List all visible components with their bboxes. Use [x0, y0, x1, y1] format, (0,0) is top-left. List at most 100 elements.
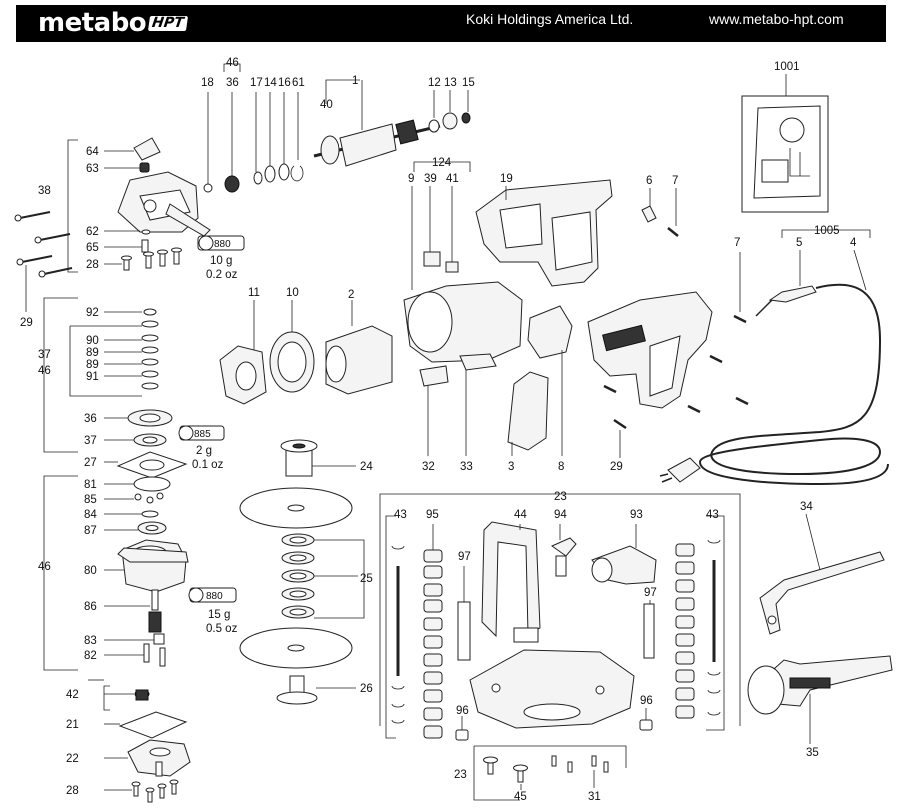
label-37b: 37 — [84, 435, 97, 447]
part-1-armature — [313, 79, 441, 167]
label-96a: 96 — [456, 705, 469, 717]
label-19: 19 — [500, 173, 513, 185]
bracket-42 — [88, 679, 110, 711]
part-number-labels: 1 2 3 4 5 6 7 7 8 9 10 11 12 13 15 14 16… — [20, 57, 857, 803]
label-10: 10 — [286, 287, 299, 299]
label-8: 8 — [558, 461, 564, 473]
label-3: 3 — [508, 461, 514, 473]
part-65-pin — [104, 239, 149, 253]
label-17: 17 — [250, 77, 263, 89]
part-ring-stack — [69, 308, 159, 397]
label-26: 26 — [360, 683, 373, 695]
part-base-plate — [469, 649, 635, 729]
bracket-46-lower — [43, 475, 78, 671]
label-85: 85 — [84, 494, 97, 506]
website-link[interactable]: www.metabo-hpt.com — [709, 11, 844, 27]
bracket-38 — [67, 139, 78, 273]
label-37a: 37 — [38, 349, 51, 361]
label-2: 2 — [348, 289, 354, 301]
label-90: 90 — [86, 335, 99, 347]
label-11: 11 — [248, 287, 260, 299]
label-9: 9 — [408, 173, 414, 185]
part-39-switch-part — [423, 186, 441, 267]
label-1005: 1005 — [814, 225, 840, 237]
grease-885-code: 885 — [194, 429, 211, 440]
grease-880-mid-code: 880 — [206, 591, 223, 602]
bracket-124 — [413, 161, 471, 172]
label-16: 16 — [278, 77, 291, 89]
bracket-23-top — [379, 493, 741, 726]
part-6-clip — [641, 188, 657, 223]
part-42-pinion — [104, 689, 150, 701]
grease-885-oz: 0.1 oz — [192, 459, 224, 471]
label-41: 41 — [446, 173, 459, 185]
label-29b: 29 — [610, 461, 623, 473]
part-64-spindle-lock-button — [104, 137, 161, 161]
label-38: 38 — [38, 185, 51, 197]
part-93-dust-port — [591, 524, 657, 585]
bracket-46-mid — [43, 297, 78, 453]
company-name: Koki Holdings America Ltd. — [466, 11, 634, 27]
brand-logo: metabo HPT — [38, 10, 188, 36]
label-95: 95 — [426, 509, 439, 521]
grease-tube-885 — [178, 425, 225, 441]
label-12: 12 — [428, 77, 441, 89]
part-94-knob — [550, 524, 577, 577]
part-18-nut — [203, 92, 213, 193]
part-96-bushing-left — [455, 716, 469, 741]
part-95-bearings-right — [675, 543, 695, 719]
label-94: 94 — [554, 509, 567, 521]
label-14: 14 — [264, 77, 277, 89]
part-25-spacers — [281, 533, 365, 619]
label-63: 63 — [86, 163, 99, 175]
label-65: 65 — [86, 242, 99, 254]
part-97-pin-left — [457, 566, 471, 661]
part-19-motor-housing — [475, 179, 613, 287]
grease-880-top-amount: 10 g — [210, 255, 232, 267]
label-40: 40 — [320, 99, 333, 111]
label-32: 32 — [422, 461, 435, 473]
bracket-43-right — [706, 515, 725, 731]
bracket-43-left — [385, 515, 396, 739]
part-32-label — [419, 365, 449, 456]
label-46b: 46 — [38, 365, 51, 377]
label-97a: 97 — [458, 551, 471, 563]
label-97b: 97 — [644, 587, 657, 599]
part-87-bearing — [104, 521, 167, 535]
part-81-o-ring — [104, 476, 171, 492]
label-21: 21 — [66, 719, 79, 731]
part-29-screw-right — [613, 418, 627, 458]
bracket-46-top — [223, 63, 241, 72]
label-124: 124 — [432, 157, 452, 169]
part-10-baffle — [269, 300, 315, 393]
bracket-23-bottom — [473, 745, 627, 801]
label-23b: 23 — [454, 769, 467, 781]
label-7a: 7 — [672, 175, 678, 187]
label-86: 86 — [84, 601, 97, 613]
part-24-flange-nut — [280, 439, 356, 477]
label-35: 35 — [806, 747, 819, 759]
label-43b: 43 — [706, 509, 719, 521]
bracket-1005 — [781, 229, 871, 238]
part-17-14-16-washers — [253, 92, 290, 185]
part-21-gasket — [104, 711, 188, 739]
label-4: 4 — [850, 237, 857, 249]
label-44: 44 — [514, 509, 527, 521]
part-4-power-cord — [698, 249, 889, 486]
label-87: 87 — [84, 525, 97, 537]
label-39: 39 — [424, 173, 437, 185]
label-89a: 89 — [86, 347, 99, 359]
label-89b: 89 — [86, 359, 99, 371]
label-24: 24 — [360, 461, 373, 473]
part-plug — [659, 457, 701, 483]
part-84-washer — [104, 510, 159, 518]
part-31-screws — [551, 755, 609, 788]
label-28b: 28 — [66, 785, 79, 797]
part-8-brush-holder — [527, 305, 573, 456]
part-36-gear-small — [224, 92, 240, 193]
label-42: 42 — [66, 689, 79, 701]
label-15: 15 — [462, 77, 475, 89]
label-18: 18 — [201, 77, 214, 89]
label-92: 92 — [86, 307, 99, 319]
